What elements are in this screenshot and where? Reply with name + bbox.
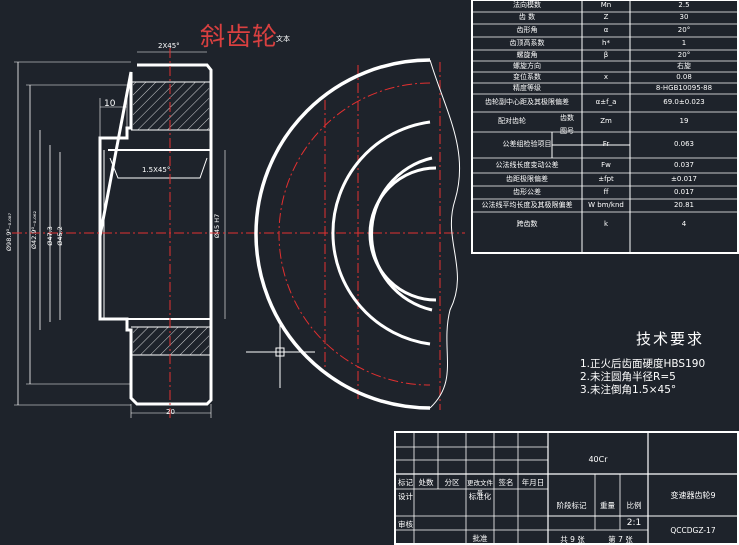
params-table-rows bbox=[472, 11, 738, 213]
dim-chamfer-top: 2X45° bbox=[158, 42, 180, 50]
param-subname: 图号 bbox=[560, 127, 574, 135]
tb-h-sign: 签名 bbox=[498, 478, 514, 487]
tb-review: 审核 bbox=[398, 520, 413, 529]
gear-outer-profile bbox=[98, 63, 213, 406]
param-name: 公差组检验项目 bbox=[502, 140, 552, 148]
dim-hub-dia: Ø42.9⁰₋₀.₀₆₂ bbox=[30, 210, 39, 250]
param-symbol: β bbox=[603, 50, 609, 59]
param-value: 8-HGB10095-88 bbox=[655, 83, 713, 92]
inner-arc-b bbox=[370, 156, 433, 312]
drawing-title: 斜齿轮 bbox=[200, 22, 279, 51]
param-value: 0.017 bbox=[673, 187, 695, 196]
param-symbol: h* bbox=[602, 38, 610, 47]
param-value: 2.5 bbox=[678, 1, 690, 9]
tb-material: 40Cr bbox=[588, 455, 608, 464]
title-block bbox=[394, 431, 739, 545]
dim-bore-dia: Ø45 H7 bbox=[213, 213, 222, 239]
param-symbol: ±fpt bbox=[598, 174, 614, 183]
param-name: 跨齿数 bbox=[516, 220, 538, 228]
params-table bbox=[471, 0, 739, 254]
drawing-title-small: 文本 bbox=[276, 35, 290, 43]
param-value: ±0.017 bbox=[671, 174, 697, 183]
tb-h-zone: 分区 bbox=[444, 478, 460, 487]
param-name: 精度等级 bbox=[513, 83, 541, 92]
tb-stage-label: 阶段标记 bbox=[556, 501, 587, 510]
param-value: 4 bbox=[681, 220, 687, 228]
param-symbol: Mn bbox=[600, 1, 612, 9]
tech-req-item-2: 2.未注圆角半径R=5 bbox=[580, 371, 676, 383]
tb-h-doc: 更改文件号 bbox=[467, 479, 493, 497]
dim-45-2: Ø45.2 bbox=[55, 226, 64, 246]
tech-req-item-1: 1.正火后齿面硬度HBS190 bbox=[580, 358, 706, 370]
param-name: 螺旋角 bbox=[516, 50, 538, 59]
param-name: 法向模数 bbox=[513, 1, 541, 9]
param-name: 公法线长度变动公差 bbox=[495, 160, 559, 169]
param-value: 右旋 bbox=[677, 61, 691, 70]
tb-scale: 2:1 bbox=[626, 518, 642, 528]
gear-section-view bbox=[14, 51, 226, 418]
dim-47-3: Ø47.3 bbox=[45, 226, 54, 246]
param-symbol: α bbox=[603, 25, 609, 34]
param-value: 0.08 bbox=[676, 72, 692, 81]
tb-h-mark: 标记 bbox=[398, 478, 413, 487]
param-name: 公法线平均长度及其极限偏差 bbox=[481, 200, 573, 209]
param-name: 齿 数 bbox=[518, 13, 536, 21]
param-symbol: Fr bbox=[602, 140, 610, 148]
param-value: 20° bbox=[677, 25, 691, 34]
tech-req-heading: 技术要求 bbox=[636, 330, 705, 348]
crosshair-cursor bbox=[246, 320, 315, 388]
param-name: 齿轮副中心距及其极限偏差 bbox=[485, 98, 569, 106]
tb-scale-label: 比例 bbox=[626, 501, 642, 510]
dim-chamfer-bore: 1.5X45° bbox=[142, 166, 171, 174]
param-name: 齿顶高系数 bbox=[509, 38, 545, 47]
param-name: 配对齿轮 bbox=[498, 117, 526, 125]
tb-sheet-of: 第 7 张 bbox=[608, 535, 633, 544]
param-value: 1 bbox=[681, 38, 687, 47]
dim-width-10: 10 bbox=[104, 99, 116, 109]
param-value: 19 bbox=[679, 117, 689, 125]
param-value: 20° bbox=[677, 50, 691, 59]
dim-outer-dia: Ø98.9⁰₋₀.₀₈₇ bbox=[5, 212, 14, 252]
break-line bbox=[429, 59, 461, 409]
tb-approve: 批准 bbox=[472, 534, 488, 543]
outer-arc bbox=[254, 58, 431, 410]
inner-arc-c bbox=[368, 166, 437, 302]
param-value: 0.063 bbox=[673, 140, 695, 148]
param-name: 螺旋方向 bbox=[513, 61, 541, 70]
param-symbol: W bm/knd bbox=[588, 200, 624, 209]
param-name: 变位系数 bbox=[513, 72, 541, 81]
param-symbol: Fw bbox=[601, 160, 611, 169]
tb-design: 设计 bbox=[398, 492, 413, 501]
tb-h-count: 处数 bbox=[418, 478, 434, 487]
param-symbol: Z bbox=[603, 13, 609, 21]
tb-weight-label: 重量 bbox=[600, 501, 615, 510]
tb-drawing-name: 变速器齿轮9 bbox=[670, 491, 716, 500]
gear-end-view bbox=[254, 58, 461, 410]
param-value: 30 bbox=[679, 13, 689, 21]
hatch-top bbox=[133, 82, 209, 130]
param-value: 0.037 bbox=[673, 160, 695, 169]
param-name: 齿距极限偏差 bbox=[506, 174, 548, 183]
param-symbol: Zm bbox=[600, 117, 612, 125]
dim-width-20: 20 bbox=[166, 408, 175, 416]
tb-sheet: 共 9 张 bbox=[560, 535, 585, 544]
param-symbol: x bbox=[603, 72, 609, 81]
param-symbol: α±f_a bbox=[595, 98, 617, 106]
hatch-bottom bbox=[133, 327, 209, 355]
inner-arc-a bbox=[331, 120, 431, 346]
param-symbol: k bbox=[603, 220, 609, 228]
tb-h-date: 年月日 bbox=[521, 478, 545, 487]
tb-code: QCCDGZ-17 bbox=[670, 526, 716, 535]
param-subname: 齿数 bbox=[560, 114, 574, 122]
param-name: 齿形公差 bbox=[513, 187, 541, 196]
tb-standard: 标准化 bbox=[468, 492, 492, 501]
param-value: 69.0±0.023 bbox=[663, 98, 705, 106]
center-lines bbox=[12, 48, 465, 420]
param-value: 20.81 bbox=[673, 200, 695, 209]
param-symbol: ff bbox=[603, 187, 609, 196]
param-name: 齿形角 bbox=[516, 25, 538, 34]
tech-req-item-3: 3.未注倒角1.5×45° bbox=[580, 384, 677, 396]
